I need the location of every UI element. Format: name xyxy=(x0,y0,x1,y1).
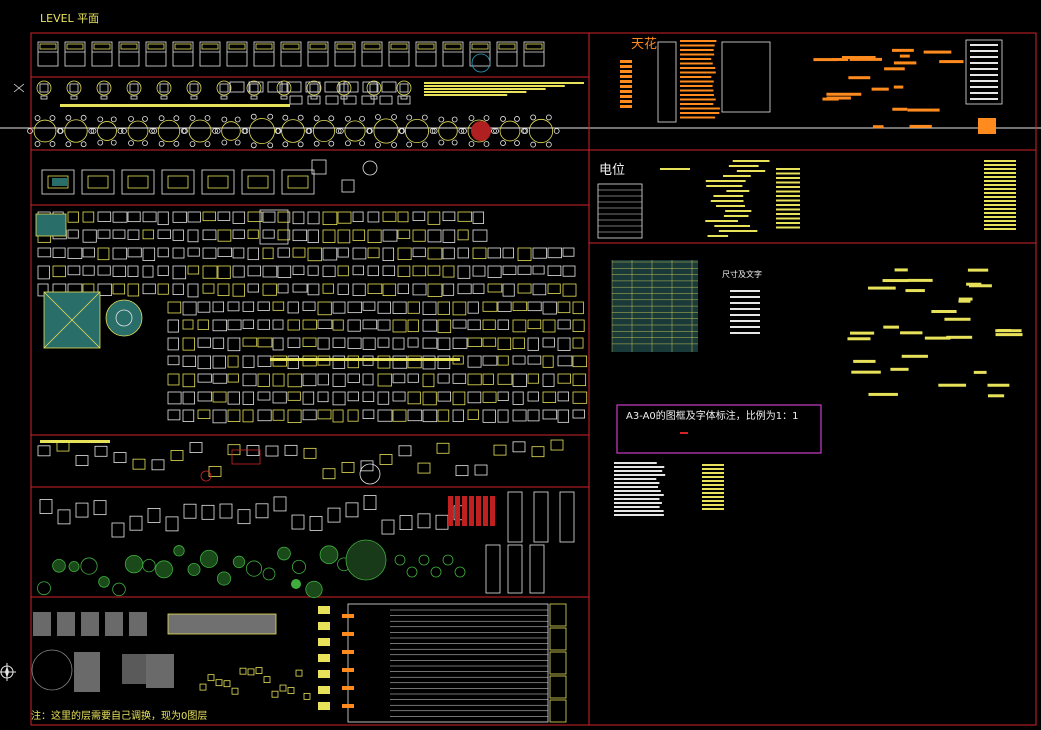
frame-note-text: A3-A0的图框及字体标注，比例为1：1 xyxy=(626,411,799,422)
symbol-library xyxy=(13,39,1023,723)
dimension-text-label: 尺寸及文字 xyxy=(722,270,762,279)
frame-note-box xyxy=(616,404,822,454)
drawing-title: LEVEL 平面 xyxy=(40,12,100,25)
block-frames xyxy=(30,32,1037,726)
compass-icon xyxy=(0,663,16,681)
ceiling-label: 天花 xyxy=(631,37,658,52)
electrical-label: 电位 xyxy=(599,163,626,178)
footer-note: 注：这里的层需要自己调换，现为0图层 xyxy=(31,711,208,722)
